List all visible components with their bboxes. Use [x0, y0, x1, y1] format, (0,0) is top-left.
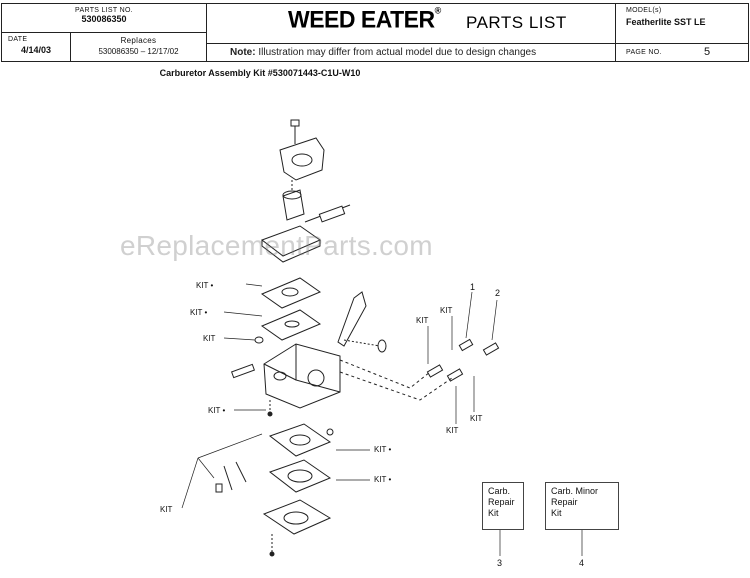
replaces-label: Replaces: [120, 36, 157, 45]
replaces-value: 530086350 – 12/17/02: [98, 47, 179, 56]
page-number: 5: [704, 46, 711, 58]
assembly-title: Carburetor Assembly Kit #530071443-C1U-W…: [159, 68, 361, 78]
kit-label-11: KIT: [470, 414, 483, 423]
small-cap: [254, 336, 264, 344]
leader-lines: [181, 283, 583, 556]
rubber-boot: [282, 180, 305, 221]
parts-list-no: 530086350: [81, 14, 127, 24]
gasket-1: [260, 277, 322, 309]
callout-4: 4: [579, 558, 585, 568]
page-cell: PAGE NO. 5: [615, 43, 749, 62]
gasket-2: [260, 309, 322, 341]
callout-3: 3: [497, 558, 503, 568]
date-value: 4/14/03: [20, 45, 52, 55]
date-label: DATE: [8, 36, 28, 43]
adjust-needles: [339, 338, 500, 401]
model-label: MODEL(s): [626, 7, 662, 14]
registered-mark: ®: [434, 5, 442, 16]
parts-list-cell: PARTS LIST NO. 530086350: [1, 3, 207, 33]
diaphragm-gasket: [268, 423, 332, 457]
replaces-cell: Replaces 530086350 – 12/17/02: [70, 32, 207, 62]
date-cell: DATE 4/14/03: [1, 32, 71, 62]
needle-pin: [230, 363, 256, 379]
kit-label-5: KIT: [160, 505, 173, 514]
model-value: Featherlite SST LE: [626, 17, 706, 27]
kit-label-8: KIT: [416, 316, 429, 325]
diaphragm: [268, 459, 332, 493]
kit-label-4: KIT •: [208, 406, 226, 415]
callout-1: 1: [470, 282, 476, 292]
kit-label-7: KIT •: [374, 475, 392, 484]
callout-2: 2: [495, 288, 501, 298]
metering-parts: [215, 428, 334, 493]
watermark: eReplacementParts.com: [120, 230, 433, 261]
doc-type: PARTS LIST: [466, 13, 567, 32]
note-text: Note: Illustration may differ from actua…: [230, 47, 537, 58]
carb-repair-kit-box: Carb. Repair Kit: [482, 482, 524, 530]
brand-logo: WEED EATER®: [288, 5, 441, 33]
kit-label-6: KIT •: [374, 445, 392, 454]
pump-cover: [260, 204, 351, 263]
page-label: PAGE NO.: [626, 49, 662, 56]
carb-minor-repair-kit-box: Carb. Minor Repair Kit: [545, 482, 619, 530]
kit-label-9: KIT: [440, 306, 453, 315]
kit-label-10: KIT: [446, 426, 459, 435]
header: PARTS LIST NO. 530086350 DATE 4/14/03 Re…: [0, 0, 750, 62]
parts-list-no-label: PARTS LIST NO.: [75, 7, 133, 14]
model-cell: MODEL(s) Featherlite SST LE: [615, 3, 749, 44]
throttle-lever: [337, 291, 387, 353]
intake-flange: [279, 137, 325, 181]
diaphragm-cover: [262, 499, 332, 557]
exploded-diagram: [181, 119, 583, 557]
carburetor-body: [263, 343, 341, 417]
kit-label-1: KIT •: [196, 281, 214, 290]
kit-label-2: KIT •: [190, 308, 208, 317]
kit-label-3: KIT: [203, 334, 216, 343]
